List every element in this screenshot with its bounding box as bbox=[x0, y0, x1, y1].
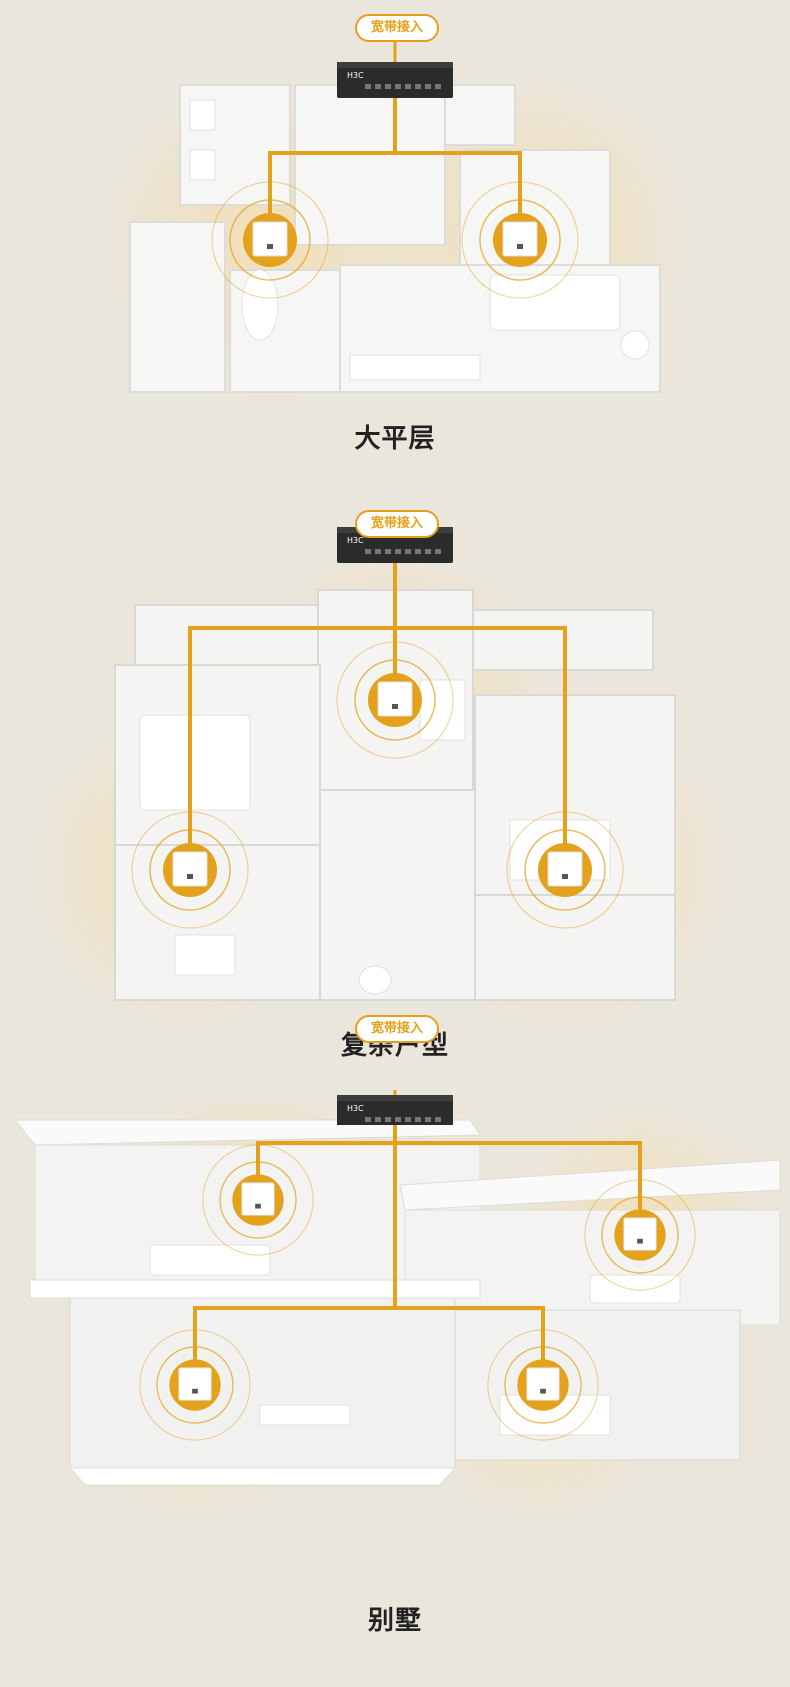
switch-brand: H3C bbox=[347, 71, 364, 80]
broadband-badge: 宽带接入 bbox=[355, 14, 439, 42]
router-switch-icon: H3C bbox=[337, 1095, 453, 1125]
floorplan-villa bbox=[13, 1105, 781, 1515]
switch-brand: H3C bbox=[347, 1104, 364, 1113]
section-title-villa: 别墅 bbox=[367, 1606, 422, 1636]
floorplan-complex: H3C bbox=[35, 518, 725, 1030]
section-flat: H3C 宽带接入 大平层 bbox=[0, 0, 790, 470]
router-switch-icon: H3C bbox=[337, 62, 453, 98]
router-switch-icon: H3C bbox=[337, 527, 453, 563]
section-villa: H3C 宽带接入 别墅 bbox=[0, 1015, 790, 1687]
section-complex: H3C 宽带接入 复杂户型 bbox=[0, 500, 790, 1061]
broadband-badge: 宽带接入 bbox=[355, 510, 439, 538]
floorplan-flat: H3C bbox=[105, 40, 685, 405]
section-title-flat: 大平层 bbox=[354, 424, 436, 454]
switch-brand: H3C bbox=[347, 536, 364, 545]
broadband-badge: 宽带接入 bbox=[355, 1015, 439, 1043]
villa-switch-overlay: H3C bbox=[337, 1090, 453, 1125]
